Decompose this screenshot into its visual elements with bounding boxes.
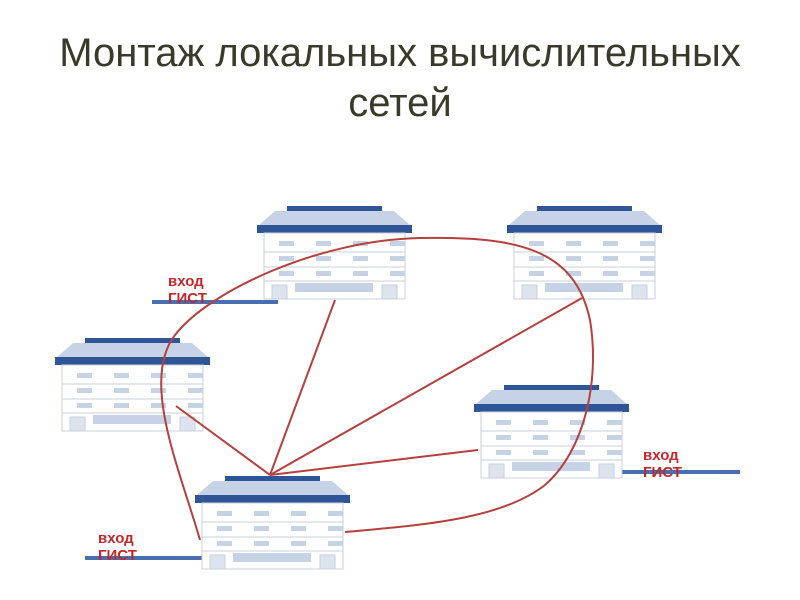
entry-label-1: вход ГИСТ (168, 273, 207, 307)
building-3 (55, 337, 210, 432)
link-b2 (269, 297, 583, 476)
entry-label-3: вход ГИСТ (98, 530, 137, 564)
link-b1 (269, 299, 336, 476)
entry-label-2: вход ГИСТ (643, 447, 682, 481)
link-b3 (175, 405, 271, 476)
entry-label-line2: ГИСТ (98, 547, 137, 564)
entry-label-line1: вход (643, 447, 679, 464)
entry-label-line1: вход (168, 273, 204, 290)
building-2 (507, 205, 662, 300)
entry-label-line2: ГИСТ (643, 464, 682, 481)
slide-title: Монтаж локальных вычислительных сетей (59, 31, 741, 125)
link-b4 (269, 449, 479, 476)
building-5 (195, 475, 350, 570)
ring-link (160, 236, 594, 541)
entry-label-line1: вход (98, 530, 134, 547)
building-1 (257, 205, 412, 300)
entry-label-line2: ГИСТ (168, 290, 207, 307)
entry-cables (85, 300, 740, 560)
